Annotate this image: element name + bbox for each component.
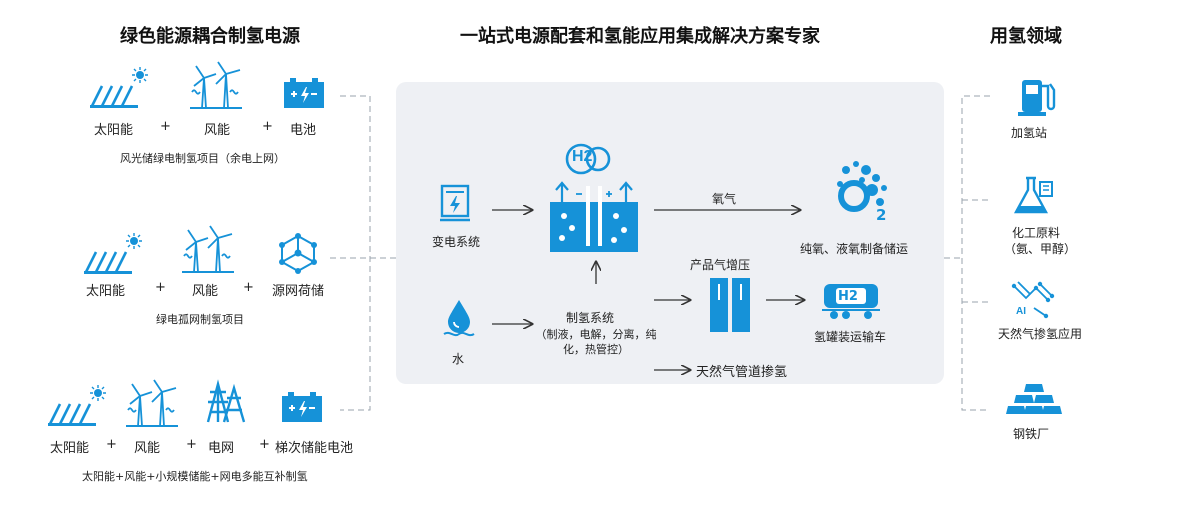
electrolyzer-detail-label: （制液，电解，分离，纯化，热管控） [535, 328, 657, 356]
wind-turbine-icon [190, 61, 242, 109]
source-label: 电池 [290, 123, 317, 138]
application-label: 加氢站 [1011, 126, 1048, 140]
substation-icon [440, 184, 470, 222]
solar-panel-icon [84, 233, 142, 274]
compressor-icon [710, 278, 750, 332]
plus-sign: + [186, 437, 197, 452]
battery-icon [284, 78, 324, 108]
pressurize-label: 产品气增压 [690, 258, 751, 272]
right-header: 用氢领域 [990, 26, 1062, 47]
plus-sign: + [106, 437, 117, 452]
wind-turbine-icon [126, 379, 178, 427]
application-label: 化工原料 [1012, 226, 1061, 240]
process-panel [396, 82, 944, 384]
source-caption: 太阳能+风能+小规模储能+网电多能互补制氢 [82, 470, 308, 483]
left-header: 绿色能源耦合制氢电源 [120, 26, 300, 47]
electrolyzer-icon [550, 181, 638, 252]
plus-sign: + [262, 119, 273, 134]
substation-label: 变电系统 [432, 235, 481, 249]
application-sublabel: （氨、甲醇） [1004, 242, 1077, 256]
source-caption: 风光储绿电制氢项目（余电上网） [120, 152, 285, 165]
pipeline-label: 天然气管道掺氢 [696, 365, 788, 380]
plus-sign: + [155, 280, 166, 295]
plus-sign: + [160, 119, 171, 134]
power-tower-icon [206, 379, 246, 423]
o2-subscript: 2 [876, 206, 887, 224]
network-cube-icon [279, 233, 317, 274]
source-label: 梯次储能电池 [275, 441, 354, 456]
ai-network-icon: AI [1011, 281, 1055, 319]
electrolyzer-system-label: 制氢系统 [566, 311, 615, 325]
source-label: 太阳能 [86, 284, 126, 299]
svg-text:AI: AI [1016, 306, 1026, 317]
source-label: 太阳能 [50, 441, 90, 456]
center-header: 一站式电源配套和氢能应用集成解决方案专家 [460, 26, 820, 47]
source-label: 源网荷储 [272, 284, 325, 299]
steel-ingot-icon [1006, 384, 1062, 414]
water-label: 水 [452, 352, 465, 366]
application-label: 钢铁厂 [1013, 427, 1050, 441]
h2-badge: H2 [572, 148, 593, 165]
h2-molecule-icon [565, 143, 611, 175]
tanker-label: 氢罐装运输车 [814, 330, 887, 344]
flask-icon [1013, 176, 1053, 214]
water-drop-icon [443, 300, 475, 337]
solar-panel-icon [90, 67, 148, 108]
plus-sign: + [259, 437, 270, 452]
oxygen-bubbles-icon [837, 161, 887, 212]
plus-sign: + [243, 280, 254, 295]
solar-panel-icon [48, 385, 106, 426]
source-label: 风能 [204, 123, 231, 138]
source-label: 风能 [192, 284, 219, 299]
source-label: 风能 [134, 441, 161, 456]
source-caption: 绿电孤网制氢项目 [156, 313, 244, 326]
wind-turbine-icon [182, 225, 234, 273]
oxygen-storage-label: 纯氧、液氧制备储运 [800, 242, 909, 256]
fuel-pump-icon [1018, 80, 1056, 116]
tanker-h2-badge: H2 [838, 289, 858, 304]
battery-icon [282, 392, 322, 422]
application-label: 天然气掺氢应用 [998, 327, 1083, 341]
source-label: 电网 [208, 441, 235, 456]
source-label: 太阳能 [94, 123, 134, 138]
tanker-truck-icon [822, 284, 880, 319]
oxygen-label: 氧气 [712, 192, 737, 206]
